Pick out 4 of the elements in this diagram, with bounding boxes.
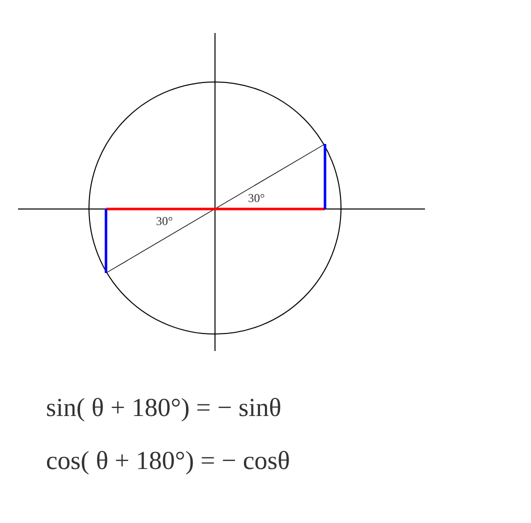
formula: sin( θ + 180°) = − sinθ	[46, 393, 282, 423]
angle-label: 30°	[156, 214, 173, 229]
angle-label: 30°	[248, 191, 265, 206]
formula: cos( θ + 180°) = − cosθ	[46, 446, 290, 476]
